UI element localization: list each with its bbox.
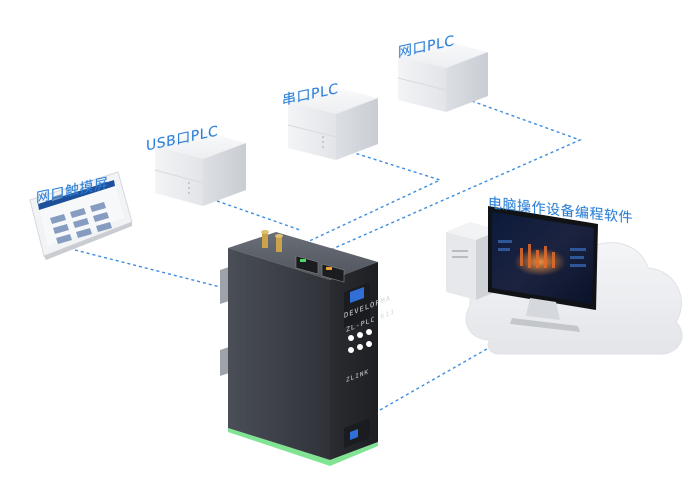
line-touch-screen xyxy=(74,249,241,293)
serial-plc-box xyxy=(287,86,378,160)
line-net-plc xyxy=(329,94,582,251)
usb-plc-box xyxy=(154,130,246,206)
monitor xyxy=(488,206,598,332)
touch-screen-device xyxy=(29,171,133,260)
ethernet-ports xyxy=(295,255,345,283)
antenna-connectors xyxy=(261,230,283,252)
status-leds xyxy=(348,329,372,353)
gateway-device: DEVELOPMA ZL-PLC 611 ZLINK xyxy=(220,230,395,466)
touch-screen-tiles xyxy=(50,202,112,244)
net-plc-box xyxy=(397,40,488,112)
